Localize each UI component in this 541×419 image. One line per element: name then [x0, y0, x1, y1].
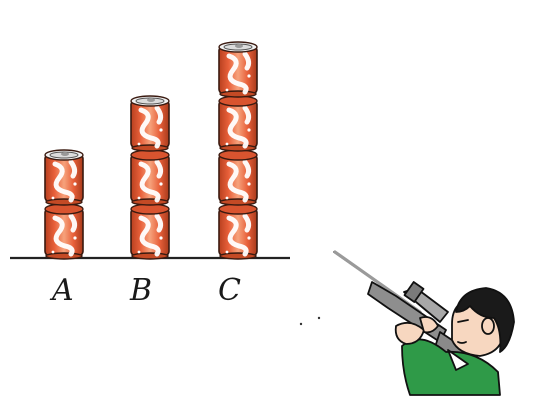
label-a: A — [49, 273, 74, 308]
soda-can-icon — [130, 95, 170, 152]
speck — [317, 316, 321, 320]
label-c: C — [218, 273, 241, 308]
soda-can-icon — [218, 149, 258, 206]
soda-can-icon — [44, 149, 84, 206]
soda-can-icon — [44, 203, 84, 260]
soda-can-icon — [130, 203, 170, 260]
soda-can-icon — [218, 95, 258, 152]
soda-can-icon — [218, 203, 258, 260]
soda-can-icon — [130, 149, 170, 206]
shooter-with-rifle-icon — [333, 250, 515, 396]
label-b: B — [129, 273, 152, 308]
can-stack-a — [44, 149, 84, 260]
soda-can-icon — [218, 41, 258, 98]
can-stack-c — [218, 41, 258, 260]
can-stack-b — [130, 95, 170, 260]
speck — [299, 322, 303, 326]
